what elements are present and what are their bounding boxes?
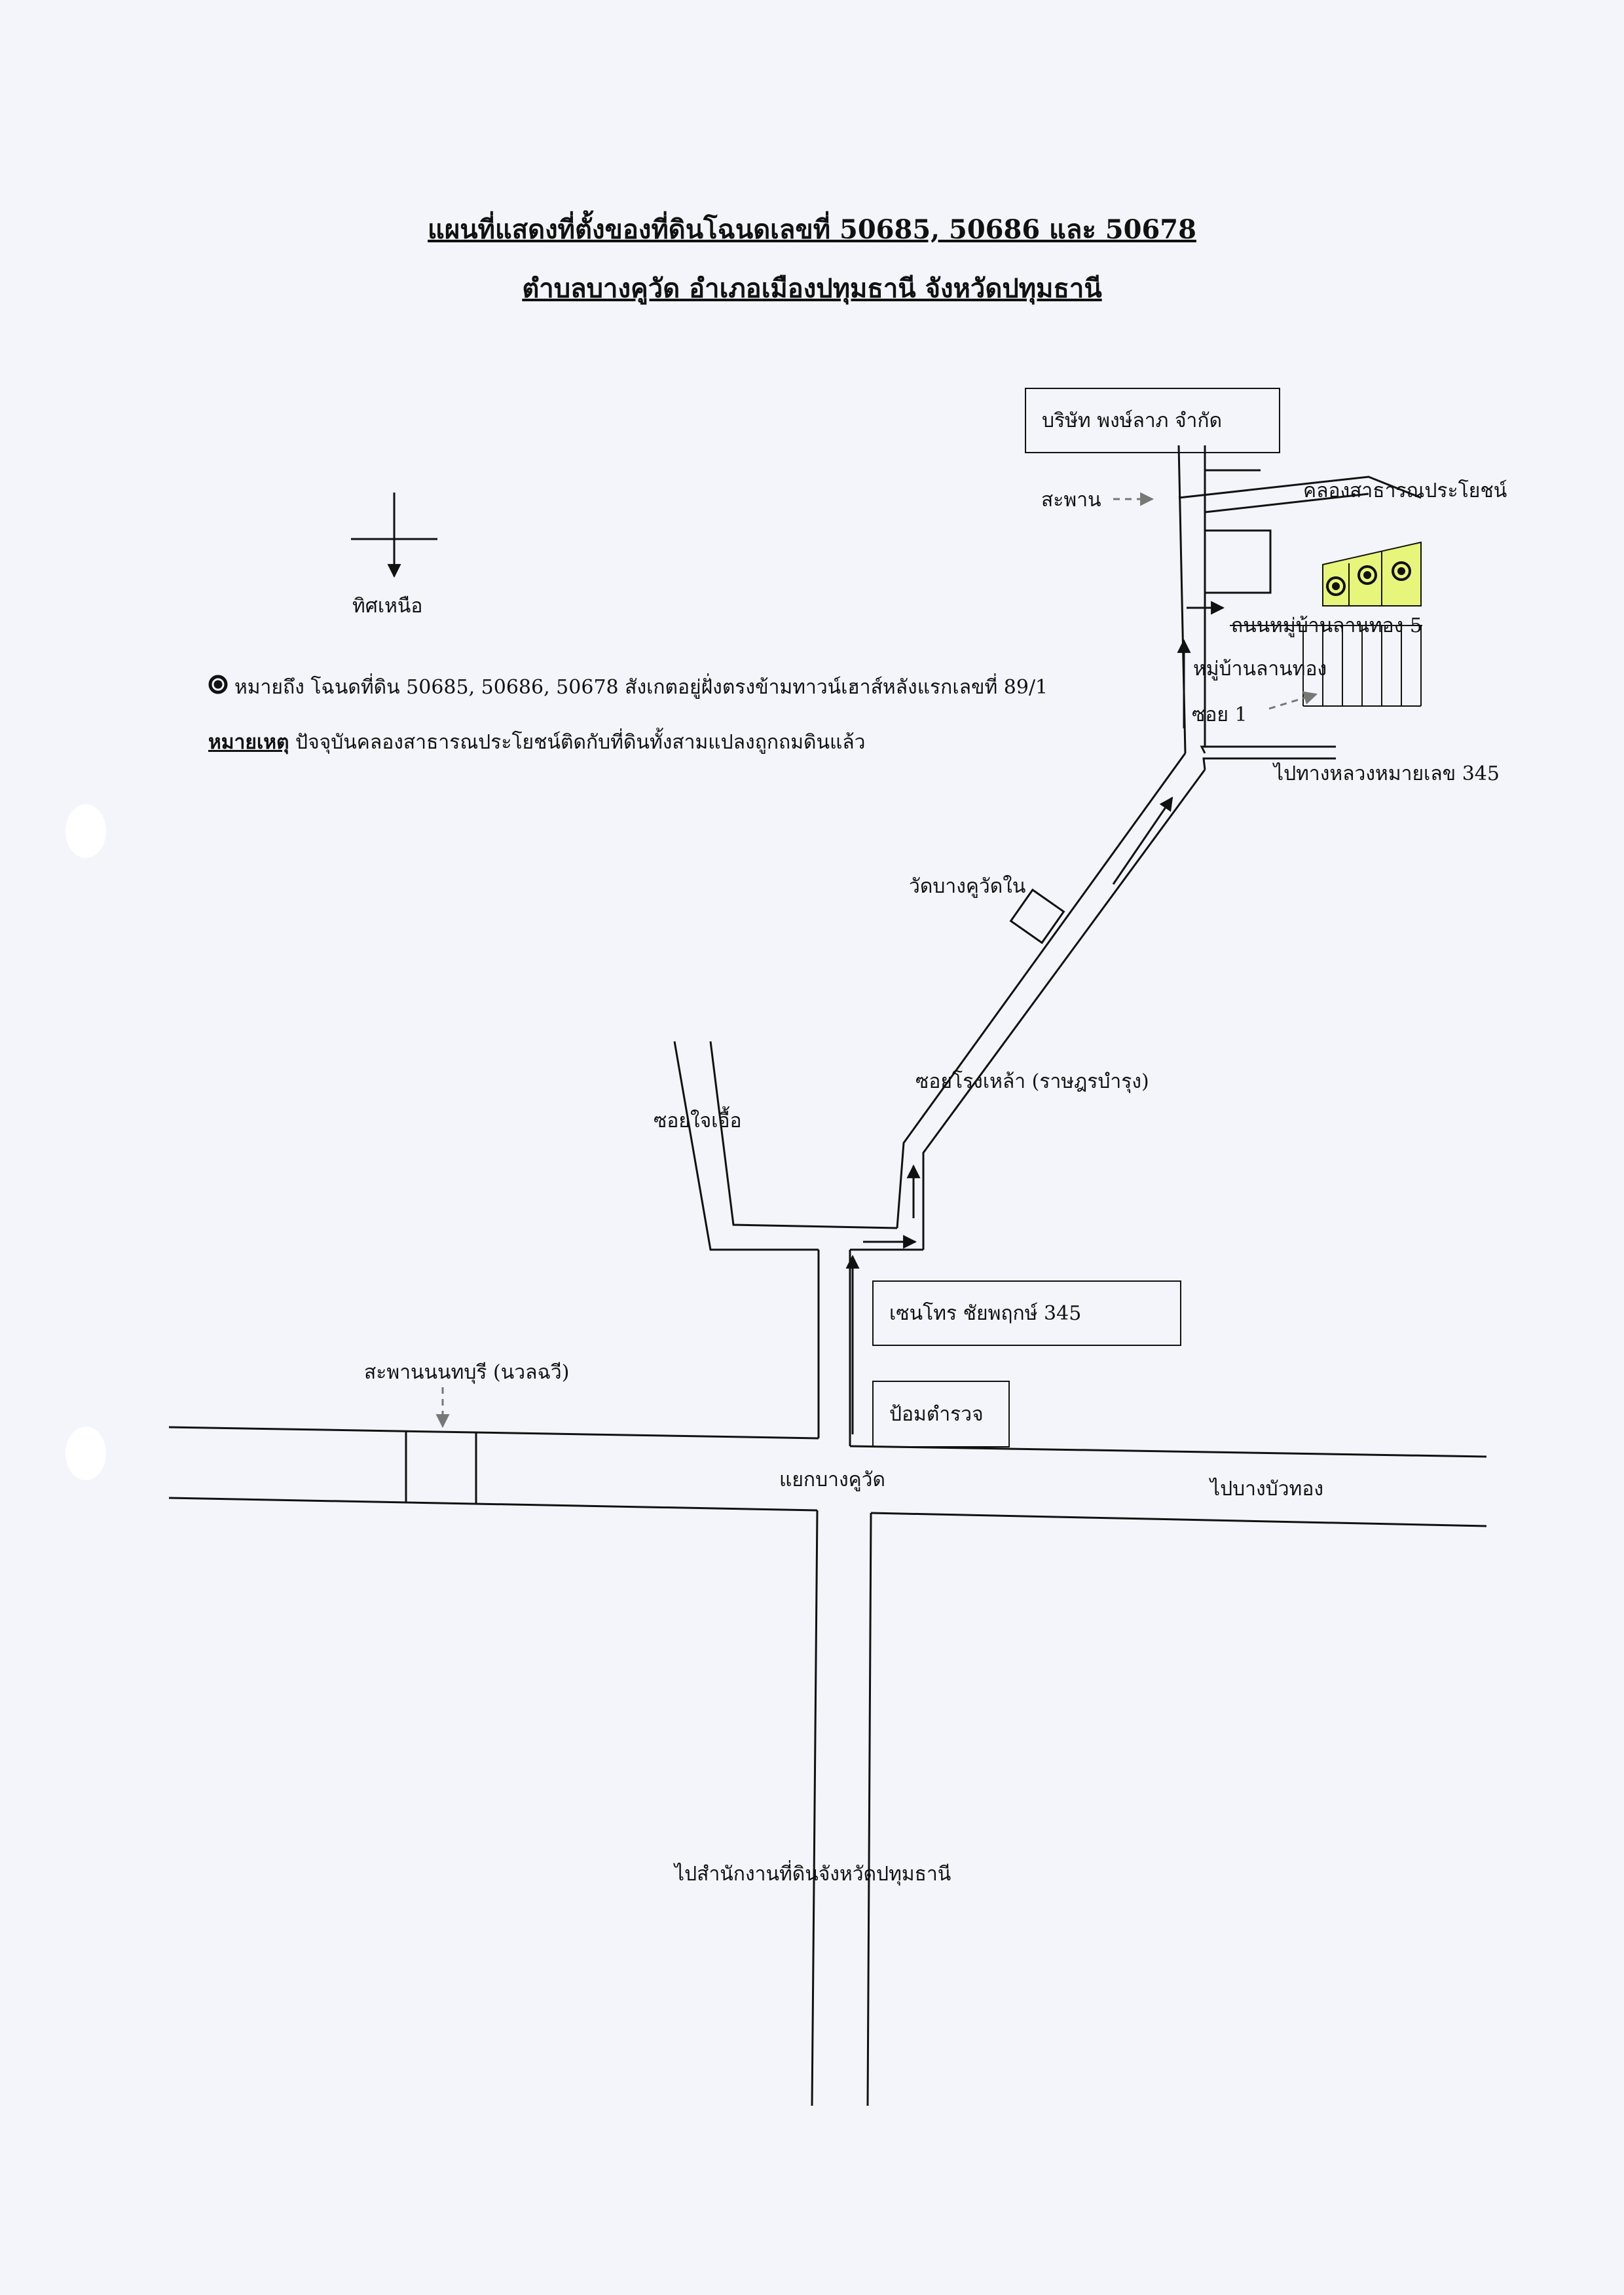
to-land-office-label: ไปสำนักงานที่ดินจังหวัดปทุมธานี	[674, 1863, 951, 1886]
soi-jai-uea-label: ซอยใจเอื้อ	[654, 1110, 742, 1132]
canal-shape	[1178, 469, 1422, 594]
road-main-horizontal	[168, 1426, 1487, 1527]
punch-hole	[65, 804, 106, 858]
intersection-label: แยกบางคูวัด	[779, 1468, 886, 1491]
compass-label: ทิศเหนือ	[352, 595, 423, 618]
police-box: ป้อมตำรวจ	[872, 1381, 1010, 1447]
parcel-marker-icon	[1326, 561, 1411, 596]
direction-arrow-icon	[1112, 796, 1173, 885]
soi1-pointer	[1268, 691, 1318, 710]
legend-remark: หมายเหตุ ปัจจุบันคลองสาธารณประโยชน์ติดกั…	[208, 727, 866, 758]
bridge-label: สะพาน	[1041, 489, 1101, 512]
canal-label: คลองสาธารณประโยชน์	[1303, 479, 1507, 502]
center-point-box: เซนโทร ชัยพฤกษ์ 345	[872, 1280, 1181, 1346]
village-label: หมู่บ้านลานทอง	[1193, 658, 1327, 681]
soi1-label: ซอย 1	[1192, 703, 1247, 726]
legend-marker-text: หมายถึง โฉนดที่ดิน 50685, 50686, 50678 ส…	[234, 676, 1048, 699]
highway-label: ไปทางหลวงหมายเลข 345	[1274, 762, 1500, 785]
parcel-marker-icon	[208, 675, 228, 694]
road-soi-jai-uea	[673, 1041, 923, 1251]
legend-remark-label: หมายเหตุ	[208, 731, 289, 754]
temple-shape	[1009, 888, 1065, 944]
soi-rong-lao-label: ซอยโรงเหล้า (ราษฎรบำรุง)	[915, 1070, 1149, 1093]
company-box: บริษัท พงษ์ลาภ จำกัด	[1025, 388, 1280, 453]
village-road-label: ถนนหมู่บ้านลานทอง 5	[1231, 614, 1422, 637]
map-subtitle: ตำบลบางคูวัด อำเภอเมืองปทุมธานี จังหวัดป…	[522, 273, 1102, 304]
to-bang-bua-thong-label: ไปบางบัวทอง	[1210, 1478, 1323, 1501]
north-arrow-icon	[351, 493, 437, 578]
temple-label: วัดบางคูวัดใน	[909, 875, 1026, 898]
punch-hole	[65, 1427, 106, 1480]
map-title: แผนที่แสดงที่ตั้งของที่ดินโฉนดเลขที่ 506…	[428, 214, 1196, 245]
road-to-land-office	[811, 1510, 872, 2106]
village-lan-thong	[1230, 541, 1422, 707]
legend-remark-text: ปัจจุบันคลองสาธารณประโยชน์ติดกับที่ดินทั…	[295, 731, 866, 754]
road-soi-rong-lao	[896, 753, 1206, 1250]
road-north-from-intersection	[817, 1250, 851, 1446]
nonthaburi-bridge-shape	[405, 1430, 477, 1504]
nonthaburi-bridge-label: สะพานนนทบุรี (นวลฉวี)	[364, 1361, 570, 1384]
